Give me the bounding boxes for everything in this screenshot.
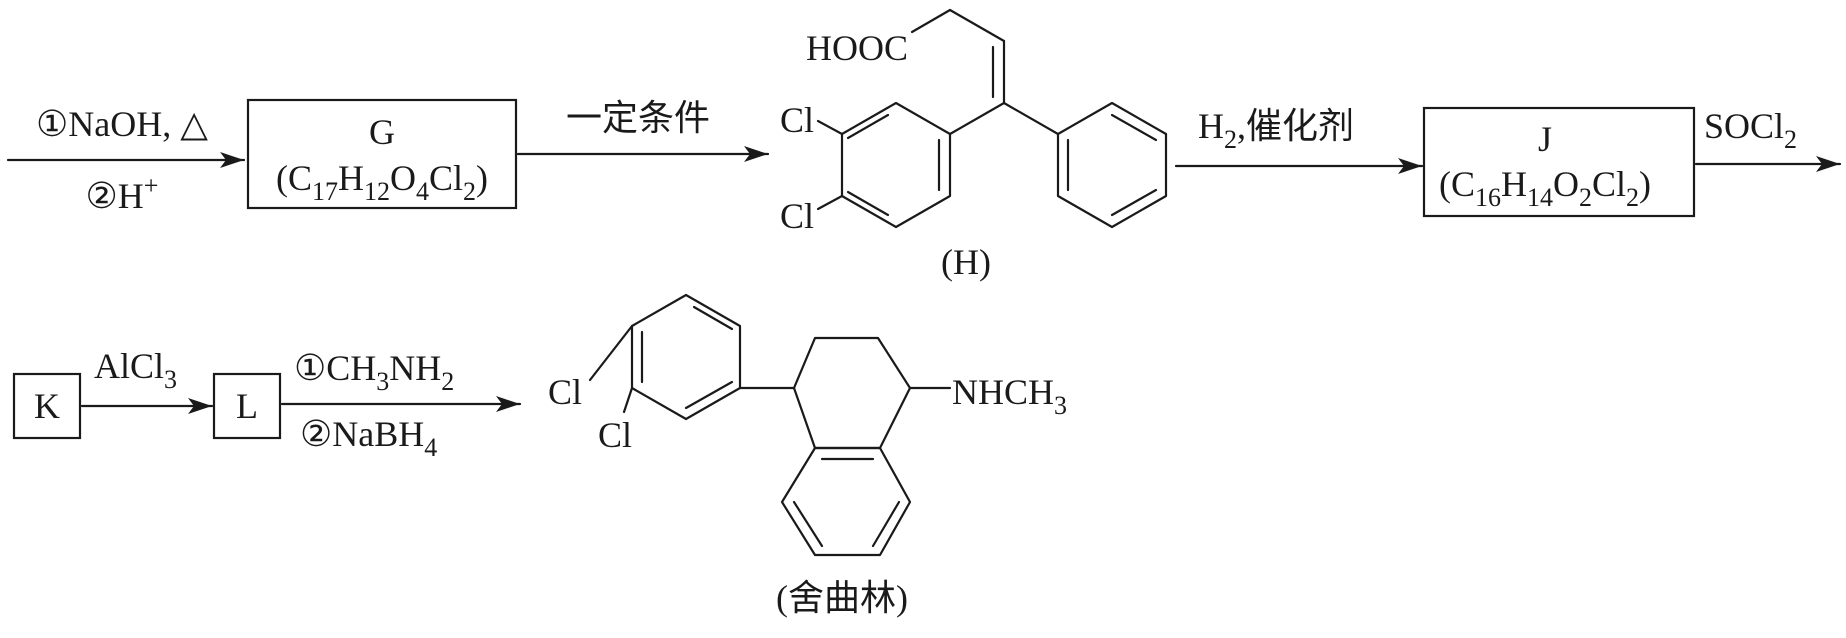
step3-condition: H2,催化剂 [1198,106,1354,154]
product-amine: NHCH3 [952,372,1067,420]
product-cl-top: Cl [548,372,582,412]
compound-l-label: L [236,386,258,426]
compound-l: L [212,372,282,440]
compound-j-formula: (C16H14O2Cl2) [1439,164,1651,212]
step1-condition-top: ①NaOH, △ [36,104,208,144]
step6-reaction: ①CH3NH2 ②NaBH4 [280,348,522,462]
product-name: (舍曲林) [776,578,908,618]
compound-l-box [212,372,282,440]
step5-condition: AlCl3 [94,346,177,394]
dichlorophenyl-ring [840,101,952,229]
compound-k: K [12,372,82,440]
step1-reaction: ①NaOH, △ ②H+ [6,104,246,216]
compound-k-box [12,372,82,440]
compound-j-label: J [1538,119,1552,159]
compound-j: J (C16H14O2Cl2) [1422,106,1696,218]
compound-g: G (C17H12O4Cl2) [246,98,518,210]
compound-k-label: K [34,386,60,426]
step6-condition-bottom: ②NaBH4 [300,414,437,462]
sertraline-structure: Cl Cl NHCH3 (舍曲林) [548,293,1067,618]
compound-g-box [246,98,518,210]
compound-h-structure: Cl Cl HOOC (H) [780,8,1168,282]
compound-g-formula: (C17H12O4Cl2) [276,158,488,206]
compound-g-label: G [369,112,395,152]
step6-condition-top: ①CH3NH2 [294,348,454,396]
compound-h-acid-group: HOOC [806,28,908,68]
compound-h-cl-bottom: Cl [780,196,814,236]
step4-condition: SOCl2 [1704,106,1797,154]
tetralin-benzo-ring [780,446,912,557]
tetralin-saturated-ring [792,336,912,450]
step5-reaction: AlCl3 [80,346,214,414]
product-dichlorophenyl-ring [630,293,742,421]
product-cl-bottom: Cl [598,415,632,455]
compound-h-label: (H) [941,242,991,282]
step1-condition-bottom: ②H+ [86,171,159,216]
compound-h-cl-top: Cl [780,100,814,140]
step4-reaction: SOCl2 [1694,106,1842,172]
step2-reaction: 一定条件 [516,98,770,162]
step3-reaction: H2,催化剂 [1174,106,1424,174]
step2-condition: 一定条件 [566,98,710,138]
compound-j-box [1422,106,1696,218]
phenyl-ring [1056,101,1168,229]
